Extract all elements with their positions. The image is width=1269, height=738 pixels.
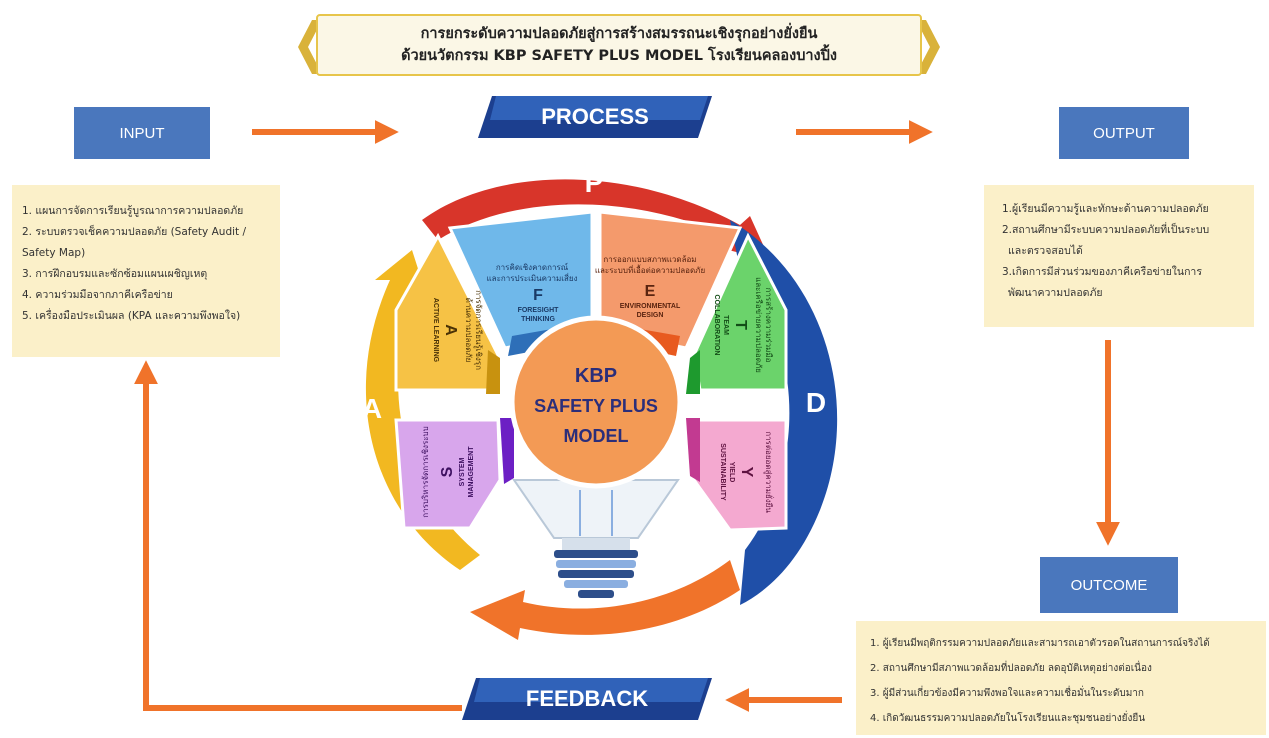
segment-e-english-2: DESIGN [637, 312, 664, 319]
segment-f-letter: F [533, 287, 543, 304]
pdca-model-diagram: P D C A การคิดเชิงคาดการณ์ และการประเมิน… [362, 167, 838, 664]
input-box: INPUT [74, 107, 210, 159]
segment-a-letter: A [442, 324, 459, 336]
segment-t-letter: T [732, 320, 749, 330]
input-item: 3. การฝึกอบรมและซักซ้อมแผนเผชิญเหตุ [22, 268, 208, 280]
segment-e-letter: E [645, 283, 656, 300]
outcome-item: 2. สถานศึกษามีสภาพแวดล้อมที่ปลอดภัย ลดอุ… [870, 663, 1152, 674]
arc-d [730, 220, 838, 605]
arc-p-letter: P [585, 167, 604, 198]
title-line-2: ด้วยนวัตกรรม KBP SAFETY PLUS MODEL โรงเร… [401, 48, 837, 64]
segment-f-thai-2: และการประเมินความเสี่ยง [487, 272, 578, 283]
output-label: OUTPUT [1093, 124, 1155, 142]
segment-t-thai-1: การสร้างความร่วมมือ [764, 288, 773, 363]
segment-t-thai-2: และเครือข่ายความปลอดภัย [754, 277, 763, 373]
segment-f-thai-1: การคิดเชิงคาดการณ์ [496, 262, 569, 272]
arc-p [422, 179, 770, 260]
segment-f-english-2: THINKING [521, 316, 555, 323]
output-list-panel: 1.ผู้เรียนมีความรู้และทักษะด้านความปลอดภ… [984, 185, 1254, 327]
input-label: INPUT [119, 124, 165, 142]
segment-y-letter: Y [738, 467, 755, 478]
segment-e [598, 210, 743, 350]
segment-a-thai-1: การจัดการเรียนรู้เชิงรุก [473, 290, 483, 370]
output-box: OUTPUT [1059, 107, 1189, 159]
segment-f-english-1: FORESIGHT [518, 307, 560, 314]
segment-y-thai-1: การต่อยอดสู่ความยั่งยืน [763, 431, 775, 513]
segment-s-english-2: MANAGEMENT [468, 446, 475, 498]
output-item: 2.สถานศึกษามีระบบความปลอดภัยที่เป็นระบบ [1002, 224, 1210, 236]
input-item: 5. เครื่องมือประเมินผล (KPA และความพึงพอ… [22, 310, 241, 322]
model-title-line-1: KBP [575, 365, 617, 387]
process-label: PROCESS [541, 104, 649, 129]
lightbulb-icon [512, 479, 680, 598]
arc-c-letter: C [584, 633, 604, 664]
banner-decoration [298, 20, 940, 74]
input-list-panel: 1. แผนการจัดการเรียนรู้บูรณาการความปลอดภ… [12, 185, 280, 357]
feedback-label: FEEDBACK [525, 686, 649, 711]
title-banner: การยกระดับความปลอดภัยสู่การสร้างสมรรถนะเ… [298, 12, 940, 82]
segment-t-english-1: TEAM [722, 315, 729, 335]
feedback-to-input-arrow [134, 360, 462, 711]
segment-a-english-1: ACTIVE LEARNING [432, 298, 439, 363]
arc-a-letter: A [362, 393, 382, 424]
segment-e-thai-2: และระบบที่เอื้อต่อความปลอดภัย [595, 264, 705, 275]
feedback-tag: FEEDBACK [462, 676, 712, 722]
outcome-item: 4. เกิดวัฒนธรรมความปลอดภัยในโรงเรียนและช… [870, 713, 1146, 724]
arc-a [365, 250, 480, 570]
segment-t-english-2: COLLABORATION [713, 295, 720, 356]
segment-y-english-2: SUSTAINABILITY [719, 443, 726, 501]
segment-e-thai-1: การออกแบบสภาพแวดล้อม [603, 255, 696, 264]
arc-d-letter: D [806, 387, 826, 418]
output-item: และตรวจสอบได้ [1008, 245, 1083, 257]
segment-s-thai-1: การบริหารจัดการเชิงระบบ [421, 426, 430, 517]
input-item: 4. ความร่วมมือจากภาคีเครือข่าย [22, 289, 173, 301]
output-item: 1.ผู้เรียนมีความรู้และทักษะด้านความปลอดภ… [1002, 203, 1209, 215]
segment-e-english-1: ENVIRONMENTAL [620, 303, 681, 310]
outcome-item: 3. ผู้มีส่วนเกี่ยวข้องมีความพึงพอใจและคว… [870, 688, 1144, 699]
segment-y-english-1: YIELD [728, 462, 735, 483]
output-item: 3.เกิดการมีส่วนร่วมของภาคีเครือข่ายในการ [1002, 266, 1202, 278]
outcome-label: OUTCOME [1070, 576, 1148, 594]
model-title-line-2: SAFETY PLUS [534, 396, 658, 416]
title-line-1: การยกระดับความปลอดภัยสู่การสร้างสมรรถนะเ… [420, 26, 818, 42]
arc-c [470, 560, 740, 640]
outcome-item: 1. ผู้เรียนมีพฤติกรรมความปลอดภัยและสามาร… [870, 638, 1210, 649]
model-center-circle [509, 315, 683, 489]
segment-a-thai-2: ด้านความปลอดภัย [464, 298, 473, 363]
outcome-box: OUTCOME [1040, 557, 1178, 613]
segment-s-letter: S [439, 466, 456, 477]
input-item: Safety Map) [22, 247, 86, 259]
input-item: 1. แผนการจัดการเรียนรู้บูรณาการความปลอดภ… [22, 205, 244, 217]
output-item: พัฒนาความปลอดภัย [1008, 287, 1103, 299]
input-item: 2. ระบบตรวจเช็คความปลอดภัย (Safety Audit… [22, 226, 247, 238]
segment-s-english-1: SYSTEM [459, 457, 466, 486]
title-box: การยกระดับความปลอดภัยสู่การสร้างสมรรถนะเ… [316, 14, 922, 76]
segment-s [394, 418, 502, 530]
model-title-line-3: MODEL [564, 426, 629, 446]
outcome-list-panel: 1. ผู้เรียนมีพฤติกรรมความปลอดภัยและสามาร… [856, 621, 1266, 735]
process-tag: PROCESS [478, 94, 712, 140]
